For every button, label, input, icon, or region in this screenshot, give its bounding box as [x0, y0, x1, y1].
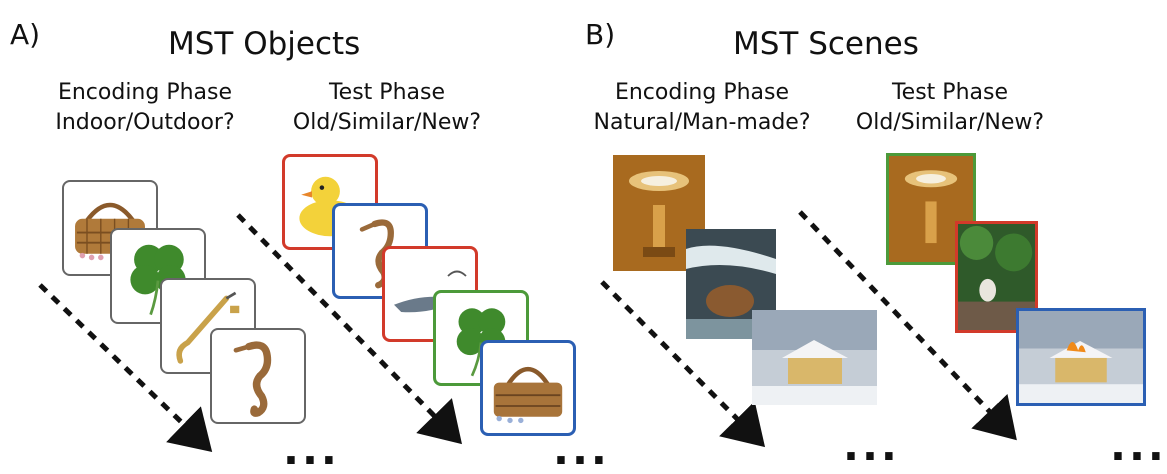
scenes-test-heading: Test Phase Old/Similar/New?: [845, 78, 1055, 138]
ornate-hall-icon: [613, 155, 705, 271]
scenes-test-question: Old/Similar/New?: [855, 110, 1045, 135]
seahorse-icon: [233, 341, 272, 417]
objects-encoding-phase-label: Encoding Phase: [57, 80, 233, 105]
objects-test-phase-label: Test Phase: [328, 80, 445, 105]
burning-snowy-house-icon: [1019, 311, 1143, 403]
objects-encoding-card-seahorse: [210, 328, 306, 424]
objects-test-card-basket: [480, 340, 576, 436]
panel-b-letter: B): [585, 18, 616, 51]
scenes-test-phase-label: Test Phase: [891, 80, 1008, 105]
panel-b-title: MST Scenes: [733, 26, 919, 62]
scenes-encoding-photo-house: [752, 310, 877, 405]
objects-test-ellipsis: ...: [553, 425, 610, 474]
scenes-test-photo-burning-house: [1016, 308, 1146, 406]
four-leaf-clover-icon: [130, 244, 186, 316]
scenes-encoding-phase-label: Encoding Phase: [614, 80, 790, 105]
panel-a-title: MST Objects: [168, 26, 361, 62]
scenes-encoding-question: Natural/Man-made?: [593, 110, 811, 135]
scenes-encoding-ellipsis: ...: [843, 421, 900, 470]
objects-encoding-ellipsis: ...: [283, 425, 340, 474]
scenes-encoding-heading: Encoding Phase Natural/Man-made?: [582, 78, 822, 138]
objects-test-heading: Test Phase Old/Similar/New?: [282, 78, 492, 138]
panel-a-letter: A): [10, 18, 41, 51]
objects-encoding-heading: Encoding Phase Indoor/Outdoor?: [40, 78, 250, 138]
picnic-basket-icon: [493, 366, 563, 424]
scenes-test-ellipsis: ...: [1110, 421, 1167, 470]
saxophone-icon: [176, 291, 240, 364]
objects-encoding-question: Indoor/Outdoor?: [55, 110, 235, 135]
scenes-encoding-photo-hall: [613, 155, 705, 271]
objects-test-question: Old/Similar/New?: [292, 110, 482, 135]
snowy-house-icon: [752, 310, 877, 405]
